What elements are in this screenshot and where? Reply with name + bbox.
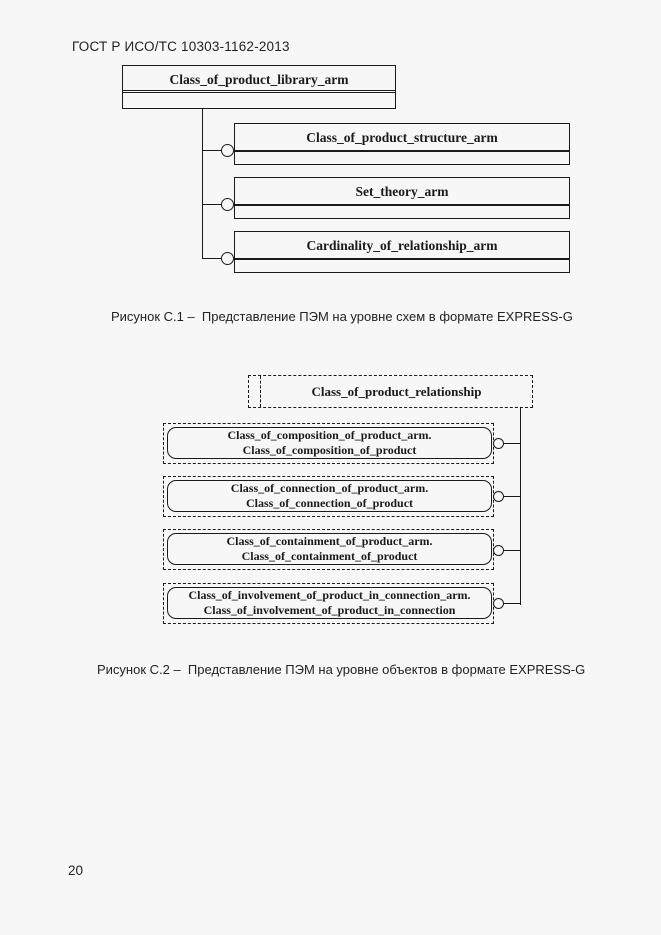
connector-circle (221, 252, 234, 265)
schema-box-root: Class_of_product_library_arm (122, 65, 396, 109)
entity-box: Class_of_composition_of_product_arm. Cla… (163, 423, 494, 464)
connector-circle (493, 545, 504, 556)
schema-box-child-label: Cardinality_of_relationship_arm (235, 232, 569, 260)
entity-box-referenced: Class_of_product_relationship (248, 375, 533, 408)
entity-box-inner: Class_of_composition_of_product_arm. Cla… (167, 427, 492, 459)
entity-label-line2: Class_of_composition_of_product (242, 443, 417, 457)
connector-branch-line (504, 603, 521, 604)
entity-box: Class_of_containment_of_product_arm. Cla… (163, 529, 494, 570)
entity-label-line1: Class_of_containment_of_product_arm. (226, 534, 433, 548)
schema-box-child: Class_of_product_structure_arm (234, 123, 570, 165)
connector-branch-line (202, 258, 222, 259)
connector-circle (493, 598, 504, 609)
schema-box-child-label: Set_theory_arm (235, 178, 569, 206)
interschema-reference-line (260, 376, 261, 407)
connector-trunk-line (202, 108, 203, 259)
entity-box: Class_of_involvement_of_product_in_conne… (163, 583, 494, 624)
figure-2-caption: Рисунок С.2 – Представление ПЭМ на уровн… (97, 662, 586, 677)
connector-circle (493, 438, 504, 449)
figure-1-caption: Рисунок С.1 – Представление ПЭМ на уровн… (111, 309, 573, 324)
connector-branch-line (202, 150, 222, 151)
entity-label-line2: Class_of_involvement_of_product_in_conne… (203, 603, 456, 617)
entity-label-line2: Class_of_connection_of_product (245, 496, 414, 510)
connector-branch-line (504, 496, 521, 497)
entity-box-inner: Class_of_containment_of_product_arm. Cla… (167, 533, 492, 565)
entity-box-inner: Class_of_connection_of_product_arm. Clas… (167, 480, 492, 512)
schema-box-child: Cardinality_of_relationship_arm (234, 231, 570, 273)
connector-circle (221, 144, 234, 157)
entity-box-referenced-label: Class_of_product_relationship (311, 383, 482, 399)
connector-branch-line (504, 443, 521, 444)
connector-branch-line (504, 550, 521, 551)
document-header: ГОСТ Р ИСО/ТС 10303-1162-2013 (72, 39, 290, 54)
connector-branch-line (202, 204, 222, 205)
connector-circle (493, 491, 504, 502)
schema-box-child-label: Class_of_product_structure_arm (235, 124, 569, 152)
entity-label-line1: Class_of_composition_of_product_arm. (227, 428, 432, 442)
page-number: 20 (68, 863, 84, 878)
entity-label-line2: Class_of_containment_of_product (241, 549, 418, 563)
entity-box: Class_of_connection_of_product_arm. Clas… (163, 476, 494, 517)
entity-label-line1: Class_of_involvement_of_product_in_conne… (188, 588, 471, 602)
schema-box-root-label: Class_of_product_library_arm (123, 66, 395, 93)
connector-trunk-line (520, 407, 521, 605)
schema-box-child: Set_theory_arm (234, 177, 570, 219)
entity-label-line1: Class_of_connection_of_product_arm. (230, 481, 429, 495)
entity-box-inner: Class_of_involvement_of_product_in_conne… (167, 587, 492, 619)
connector-circle (221, 198, 234, 211)
